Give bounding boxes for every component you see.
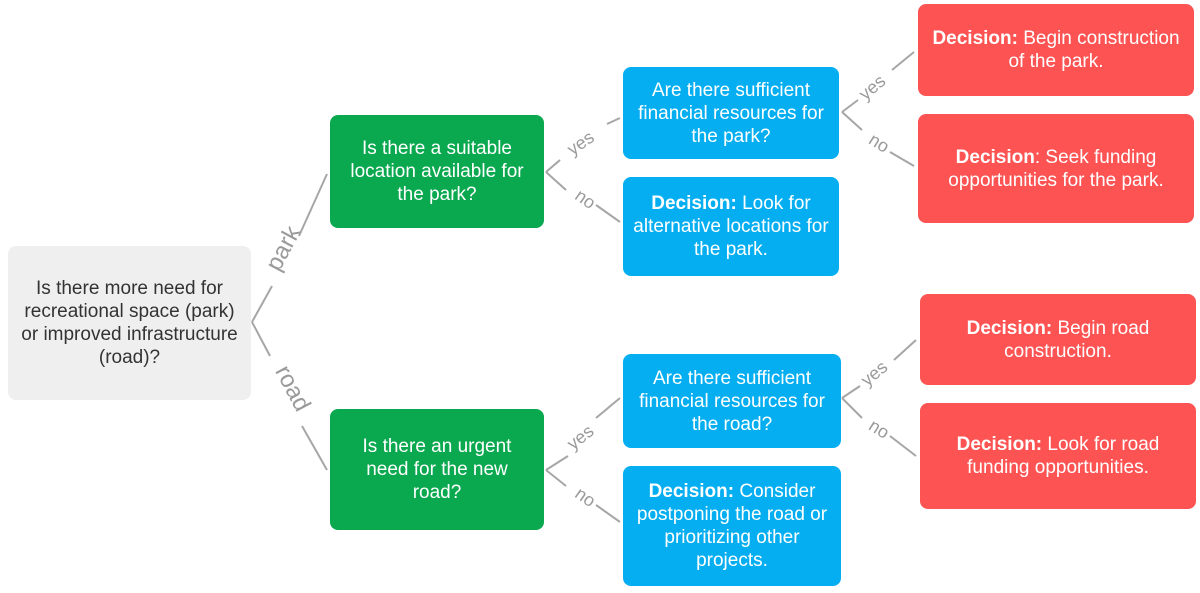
road-postpone-decision: Decision: Consider postponing the road o… [623, 466, 841, 586]
edge-label-park-yes: yes [563, 127, 597, 159]
decision-prefix: Decision [955, 146, 1035, 168]
edge-label-park-no: no [572, 185, 600, 213]
root-question: Is there more need for recreational spac… [8, 246, 251, 400]
park-seek-funding-decision-text: Decision: Seek funding opportunities for… [928, 146, 1184, 192]
edge-label-road-funds-no: no [865, 415, 893, 443]
decision-body: Look for road funding opportunities. [967, 434, 1160, 478]
connector-park-funds-no [841, 111, 915, 167]
edge-label-road-no: no [572, 483, 600, 511]
connector-park-yes [545, 117, 621, 173]
park-location-question-text: Is there a suitable location available f… [350, 138, 524, 205]
park-construction-decision: Decision: Begin construction of the park… [918, 4, 1194, 96]
road-urgency-question: Is there an urgent need for the new road… [330, 409, 544, 530]
road-construction-decision: Decision: Begin road construction. [920, 294, 1196, 385]
decision-body: Begin road construction. [1004, 317, 1150, 362]
park-funds-question: Are there sufficient financial resources… [623, 67, 839, 159]
road-urgency-question-text: Is there an urgent need for the new road… [362, 436, 512, 503]
edge-label-road-yes: yes [563, 421, 597, 454]
edge-label-park: park [260, 221, 306, 276]
connector-root-park [251, 173, 328, 323]
decision-body: Look for alternative locations for the p… [633, 193, 829, 260]
connector-road-yes [545, 397, 621, 471]
decision-body: Begin construction of the park. [1008, 28, 1180, 72]
park-construction-decision-text: Decision: Begin construction of the park… [928, 27, 1184, 73]
road-seek-funding-decision: Decision: Look for road funding opportun… [920, 403, 1196, 509]
decision-body: : Seek funding opportunities for the par… [948, 146, 1164, 191]
edge-label-park-funds-no: no [865, 129, 893, 157]
road-funds-question-text: Are there sufficient financial resources… [639, 367, 825, 435]
connector-road-funds-yes [841, 339, 917, 399]
edge-label-road: road [269, 361, 315, 416]
connector-park-funds-yes [841, 51, 915, 113]
connector-lines [251, 51, 917, 523]
edge-label-road-funds-yes: yes [857, 357, 891, 390]
road-funds-question: Are there sufficient financial resources… [623, 354, 841, 448]
connector-root-road [251, 321, 328, 471]
park-location-question: Is there a suitable location available f… [330, 115, 544, 228]
park-alternative-decision: Decision: Look for alternative locations… [623, 177, 839, 276]
connector-park-no [545, 171, 621, 223]
road-construction-decision-text: Decision: Begin road construction. [930, 317, 1186, 363]
park-seek-funding-decision: Decision: Seek funding opportunities for… [918, 114, 1194, 223]
decision-prefix: Decision: [932, 28, 1018, 49]
decision-prefix: Decision: [956, 434, 1043, 455]
root-question-text: Is there more need for recreational spac… [21, 278, 238, 368]
road-seek-funding-decision-text: Decision: Look for road funding opportun… [930, 433, 1186, 479]
decision-prefix: Decision: [648, 481, 735, 502]
connector-road-funds-no [841, 397, 917, 457]
park-alternative-decision-text: Decision: Look for alternative locations… [633, 192, 829, 261]
decision-prefix: Decision: [651, 193, 737, 214]
decision-body: Consider postponing the road or prioriti… [636, 481, 828, 571]
decision-prefix: Decision: [966, 317, 1053, 339]
edge-label-park-funds-yes: yes [855, 71, 889, 104]
connector-road-no [545, 469, 621, 523]
park-funds-question-text: Are there sufficient financial resources… [638, 79, 824, 147]
road-postpone-decision-text: Decision: Consider postponing the road o… [633, 480, 831, 572]
